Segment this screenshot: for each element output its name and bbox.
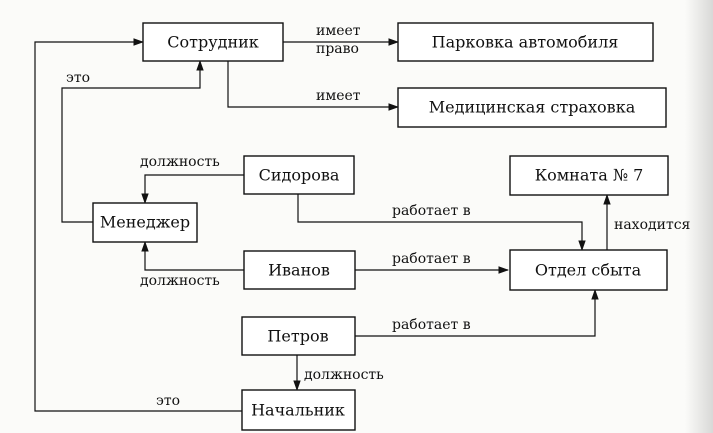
edge-label-has: имеет <box>316 88 361 104</box>
edge-label-ivanov-works-in: работает в <box>392 251 471 267</box>
node-sales-dept: Отдел сбыта <box>509 249 668 291</box>
edge-label-located: находится <box>614 217 691 233</box>
node-ivanov-label: Иванов <box>268 261 330 280</box>
node-ivanov: Иванов <box>243 250 356 290</box>
edge-label-petrov-position: должность <box>304 367 384 383</box>
page-shadow <box>685 0 713 433</box>
edge-ivanov-manager <box>141 240 244 271</box>
node-parking-label: Парковка автомобиля <box>432 33 619 52</box>
node-chief-label: Начальник <box>251 401 345 420</box>
node-chief: Начальник <box>241 389 356 431</box>
edge-label-ivanov-position: должность <box>140 273 220 289</box>
node-insurance: Медицинская страховка <box>397 87 667 128</box>
node-room7-label: Комната № 7 <box>535 166 644 185</box>
edge-sidorova-sales <box>297 194 586 252</box>
edge-chief-employee <box>34 38 242 412</box>
edge-sidorova-manager <box>141 174 244 205</box>
node-sidorova: Сидорова <box>243 155 355 195</box>
edge-label-petrov-works-in: работает в <box>392 317 471 333</box>
node-manager-label: Менеджер <box>100 213 190 232</box>
node-employee: Сотрудник <box>142 22 284 62</box>
edge-label-has-right-1: имеет <box>316 23 361 39</box>
node-parking: Парковка автомобиля <box>397 22 654 62</box>
edge-label-manager-is: это <box>66 70 90 86</box>
edge-employee-insurance <box>227 61 400 111</box>
node-insurance-label: Медицинская страховка <box>429 98 636 117</box>
node-sales-dept-label: Отдел сбыта <box>535 261 642 280</box>
edge-label-chief-is: это <box>156 393 180 409</box>
edge-petrov-sales <box>355 288 599 337</box>
node-manager: Менеджер <box>92 202 198 243</box>
edge-manager-employee <box>61 59 204 223</box>
node-room7: Комната № 7 <box>509 155 669 196</box>
edge-label-has-right-2: право <box>316 41 359 57</box>
edge-label-sidorova-works-in: работает в <box>392 203 471 219</box>
edge-label-sidorova-position: должность <box>140 154 220 170</box>
node-petrov: Петров <box>241 316 356 356</box>
node-employee-label: Сотрудник <box>167 33 259 52</box>
node-petrov-label: Петров <box>267 327 328 346</box>
node-sidorova-label: Сидорова <box>259 166 340 185</box>
